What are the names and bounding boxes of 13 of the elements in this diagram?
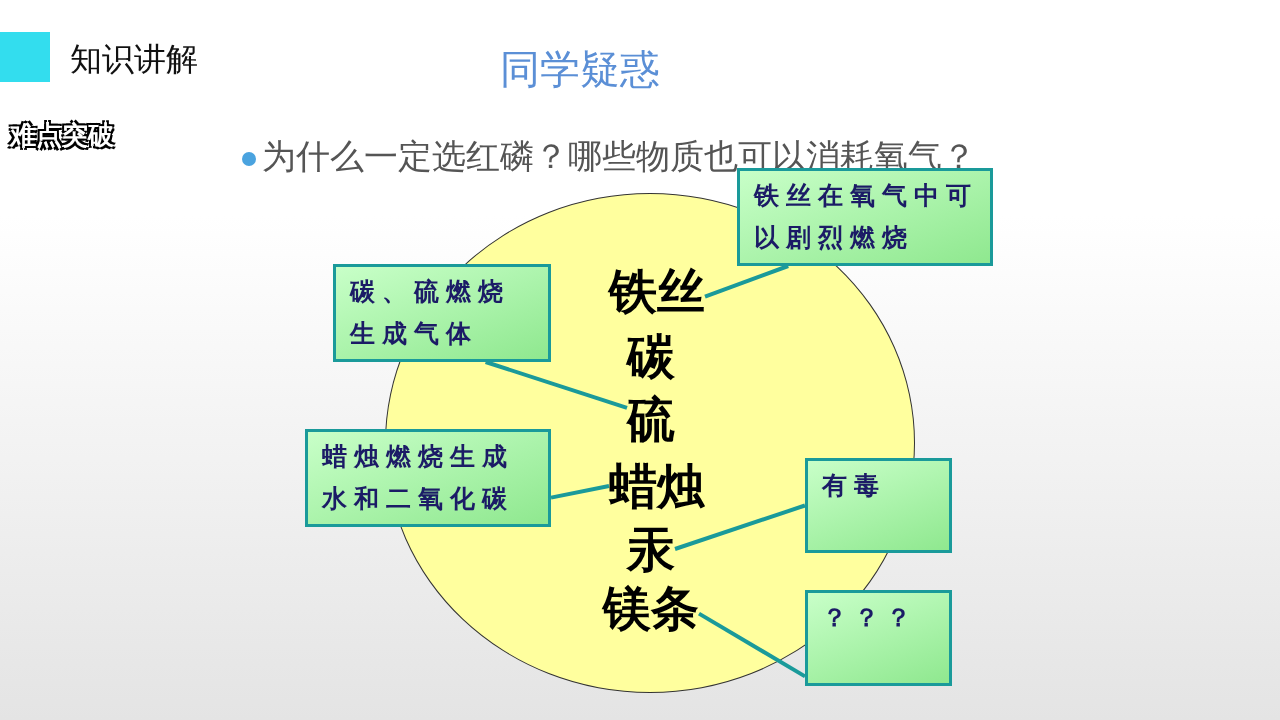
callout-box: 有毒 [805, 458, 952, 553]
substance-name: 碳 [627, 328, 675, 384]
substance-name: 硫 [627, 391, 675, 447]
callout-box: 蜡烛燃烧生成水和二氧化碳 [305, 429, 551, 527]
substance-name: 蜡烛 [609, 458, 705, 514]
section-heading: 知识讲解 [70, 39, 198, 80]
substance-name: 铁丝 [609, 263, 705, 319]
callout-box: ？？？ [805, 590, 952, 686]
substance-name: 镁条 [603, 580, 699, 636]
substance-name: 汞 [627, 521, 675, 577]
callout-box: 碳、硫燃烧生成气体 [333, 264, 551, 362]
slide-title: 同学疑惑 [500, 45, 660, 94]
callout-box: 铁丝在氧气中可以剧烈燃烧 [737, 168, 993, 266]
